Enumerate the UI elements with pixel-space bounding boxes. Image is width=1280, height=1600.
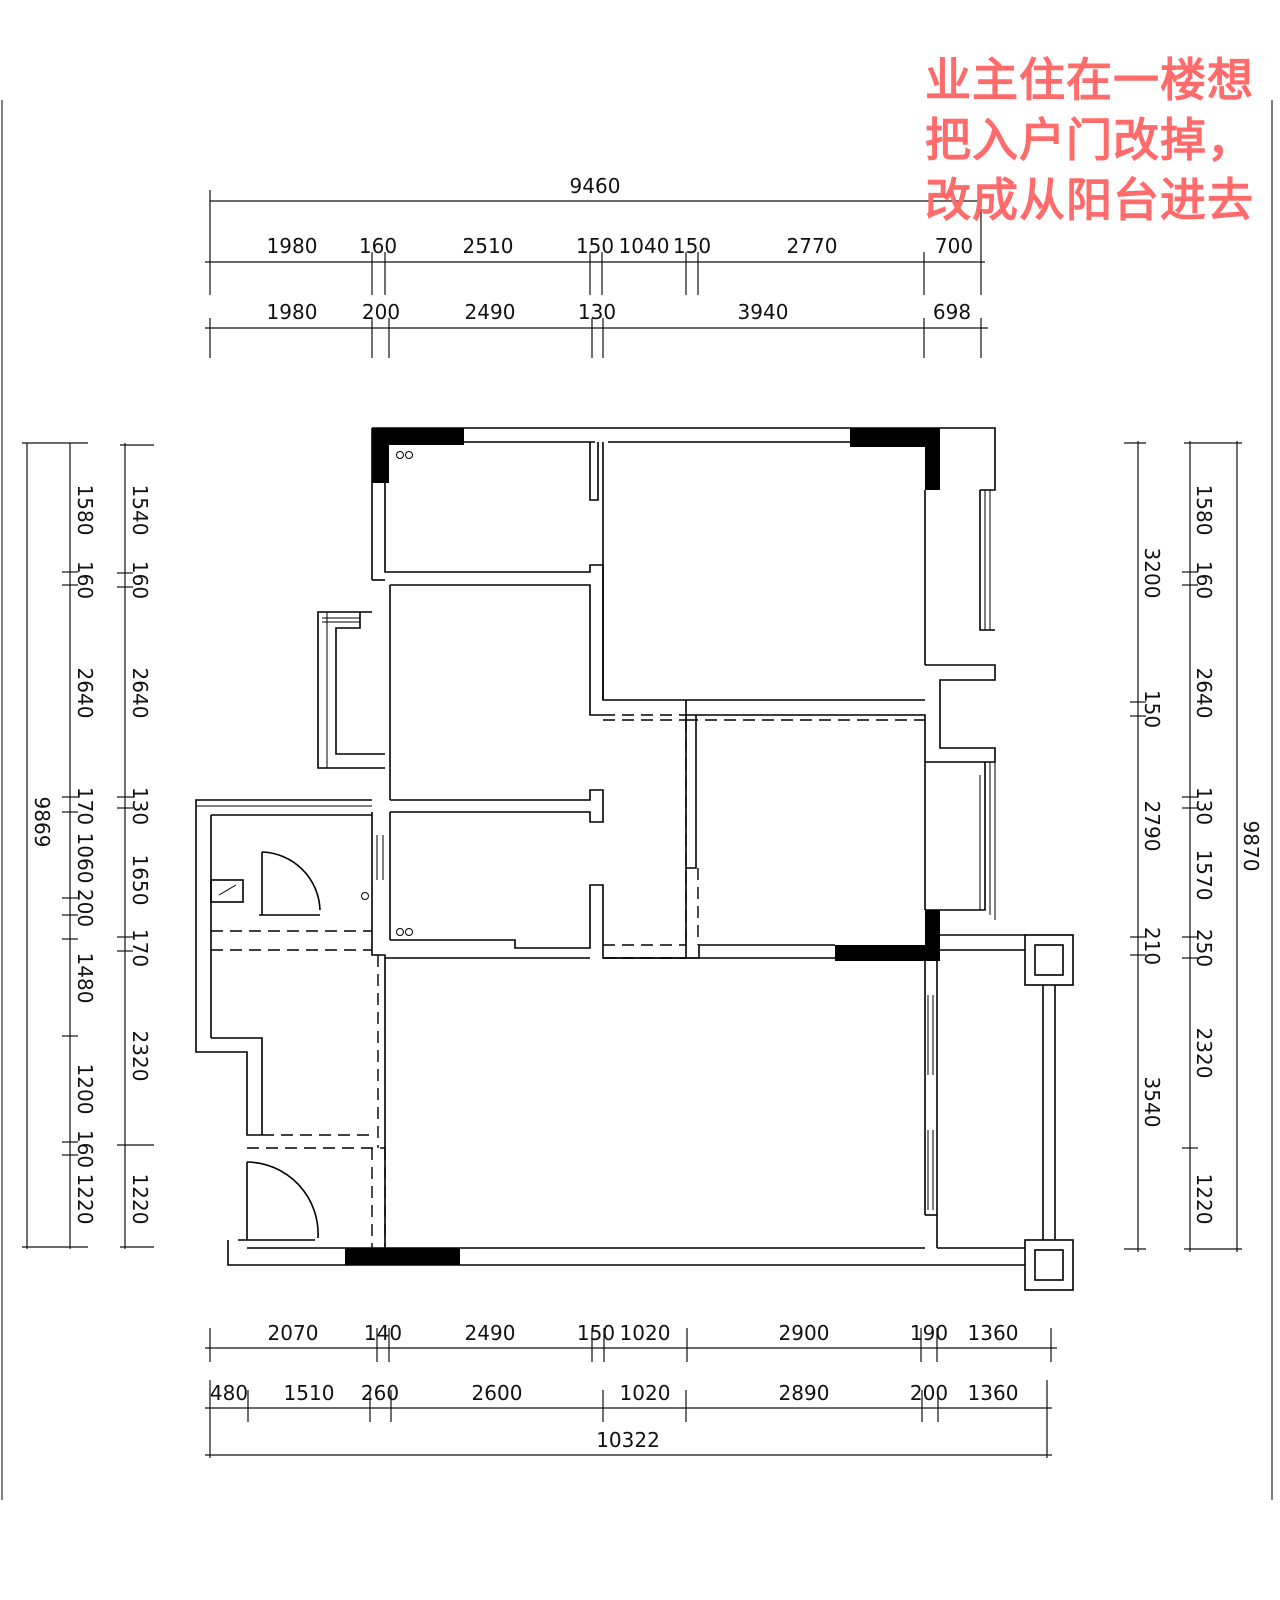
dim-right-o-3: 130: [1192, 787, 1216, 825]
dim-left-total: 9869: [30, 797, 54, 848]
walls: [195, 427, 1074, 1291]
dim-left-i-1: 160: [128, 561, 152, 599]
dim-left-o-0: 1580: [73, 485, 97, 536]
dim-top-r1-4: 1040: [619, 234, 670, 258]
dim-bot-r2-4: 1020: [620, 1381, 671, 1405]
dim-left-o-6: 1480: [73, 953, 97, 1004]
dim-top-r1-3: 150: [576, 234, 614, 258]
dim-top-r1-0: 1980: [267, 234, 318, 258]
dim-bot-r1-0: 2070: [268, 1321, 319, 1345]
dim-left-i-3: 130: [128, 787, 152, 825]
dim-bot-r1-7: 1360: [968, 1321, 1019, 1345]
dim-bot-r1-5: 2900: [779, 1321, 830, 1345]
dim-top-r1-2: 2510: [463, 234, 514, 258]
dim-top-r1-5: 150: [673, 234, 711, 258]
dim-right-i-3: 210: [1140, 927, 1164, 965]
dim-right-i-1: 150: [1140, 690, 1164, 728]
dim-bot-r1-6: 190: [910, 1321, 948, 1345]
dim-top-r1-6: 2770: [787, 234, 838, 258]
dim-bot-total: 10322: [596, 1428, 660, 1452]
fixtures: [361, 451, 413, 936]
dim-right-o-2: 2640: [1192, 668, 1216, 719]
dim-bot-r2-2: 260: [361, 1381, 399, 1405]
left-dimensions: 9869 1580 160 2640 170 1060 200 1480 120…: [22, 442, 154, 1249]
note-line-3: 改成从阳台进去: [925, 173, 1254, 227]
dim-top-r2-1: 200: [362, 300, 400, 324]
bottom-dimensions: 2070 140 2490 150 1020 2900 190 1360 480…: [205, 1321, 1057, 1458]
dim-bot-r1-1: 140: [364, 1321, 402, 1345]
dim-left-o-4: 1060: [73, 833, 97, 884]
dim-left-o-1: 160: [73, 561, 97, 599]
dim-bot-r1-4: 1020: [620, 1321, 671, 1345]
dim-right-i-4: 3540: [1140, 1077, 1164, 1128]
dim-right-o-0: 1580: [1192, 485, 1216, 536]
note-line-1: 业主住在一楼想: [925, 53, 1254, 107]
dim-top-r2-5: 698: [933, 300, 971, 324]
dim-right-i-2: 2790: [1140, 801, 1164, 852]
dim-left-i-6: 2320: [128, 1031, 152, 1082]
dim-left-o-7: 1200: [73, 1064, 97, 1115]
dim-left-o-5: 200: [73, 889, 97, 927]
dim-bot-r2-0: 480: [210, 1381, 248, 1405]
dim-top-r2-2: 2490: [465, 300, 516, 324]
doors: [246, 851, 321, 1240]
dim-left-o-8: 160: [73, 1130, 97, 1168]
right-dimensions: 3200 150 2790 210 3540 1580 160 2640 130…: [1124, 441, 1263, 1252]
dim-top-total: 9460: [570, 174, 621, 198]
dim-top-r2-3: 130: [578, 300, 616, 324]
dim-left-o-9: 1220: [73, 1174, 97, 1225]
dim-right-o-1: 160: [1192, 561, 1216, 599]
dim-left-o-2: 2640: [73, 668, 97, 719]
dim-left-i-5: 170: [128, 929, 152, 967]
dim-bot-r2-3: 2600: [472, 1381, 523, 1405]
dim-right-total: 9870: [1239, 821, 1263, 872]
dim-top-r1-7: 700: [935, 234, 973, 258]
dim-top-r2-4: 3940: [738, 300, 789, 324]
dim-top-r1-1: 160: [359, 234, 397, 258]
dim-left-i-2: 2640: [128, 668, 152, 719]
structural-columns: [345, 428, 940, 1265]
annotation-note: 业主住在一楼想 把入户门改掉， 改成从阳台进去: [925, 50, 1254, 230]
dim-right-i-0: 3200: [1140, 548, 1164, 599]
dim-top-r2-0: 1980: [267, 300, 318, 324]
dim-left-o-3: 170: [73, 787, 97, 825]
dim-left-i-4: 1650: [128, 855, 152, 906]
dim-bot-r1-3: 150: [577, 1321, 615, 1345]
dim-right-o-7: 1220: [1192, 1174, 1216, 1225]
dim-bot-r2-1: 1510: [284, 1381, 335, 1405]
note-line-2: 把入户门改掉，: [925, 113, 1254, 167]
dim-bot-r1-2: 2490: [465, 1321, 516, 1345]
dim-left-i-7: 1220: [128, 1174, 152, 1225]
dim-bot-r2-7: 1360: [968, 1381, 1019, 1405]
dim-right-o-6: 2320: [1192, 1028, 1216, 1079]
dim-right-o-4: 1570: [1192, 850, 1216, 901]
dim-bot-r2-5: 2890: [779, 1381, 830, 1405]
dim-left-i-0: 1540: [128, 485, 152, 536]
top-dimensions: 9460 1980 160 2510 150 1040 150 2770 700…: [205, 174, 988, 358]
dim-bot-r2-6: 200: [910, 1381, 948, 1405]
dim-right-o-5: 250: [1192, 929, 1216, 967]
